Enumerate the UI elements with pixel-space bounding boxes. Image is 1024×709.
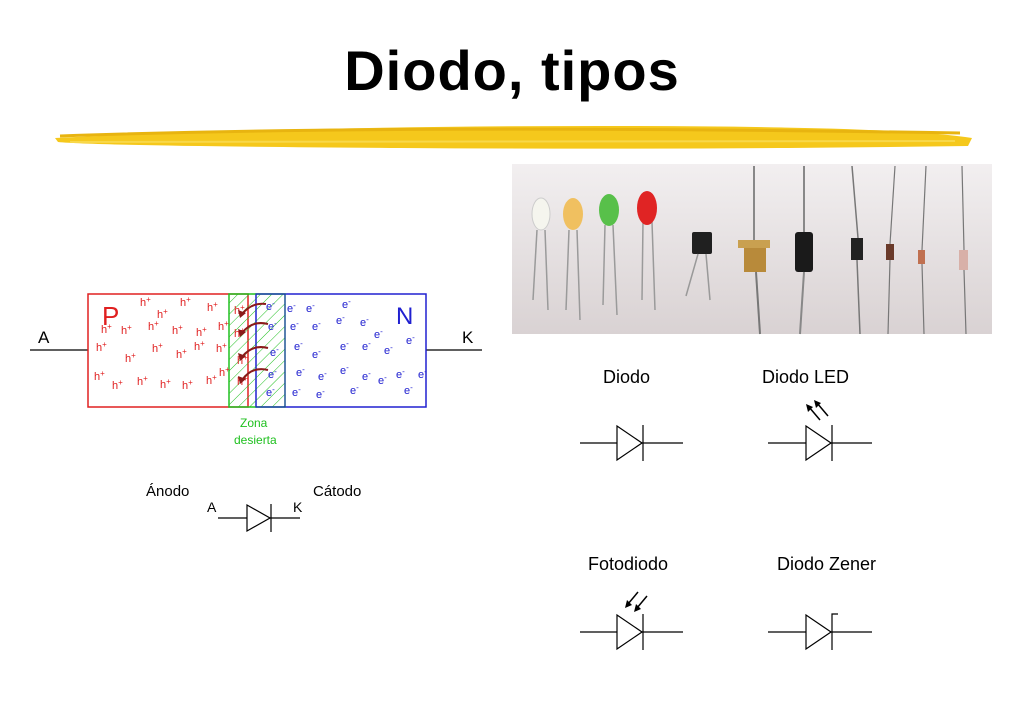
hole-mark: h+ (176, 347, 187, 361)
electron-mark: e- (378, 373, 387, 387)
diode-type-symbols: Diodo Diodo LED Fotodiodo (580, 367, 876, 651)
electron-mark: e- (312, 319, 321, 333)
hole-mark: h+ (218, 319, 229, 333)
zone-label-1: Zona (240, 416, 268, 430)
terminal-a-label: A (38, 328, 50, 347)
hole-mark: h+ (94, 369, 105, 383)
type-led-label: Diodo LED (762, 367, 849, 387)
electron-mark: e- (294, 339, 303, 353)
pn-junction-diagram: A K P N h+h+h+h+h+h+h+h+h+h+h+h+h+h+h+h+… (30, 293, 482, 447)
n-label: N (396, 303, 413, 330)
hole-mark: h+ (96, 340, 107, 354)
terminal-k-label: K (462, 328, 474, 347)
hole-mark: h+ (172, 323, 183, 337)
electron-mark: e- (384, 343, 393, 357)
electron-mark: e- (316, 387, 325, 401)
electron-mark: e- (268, 319, 277, 333)
electron-mark: e- (374, 327, 383, 341)
diode-small-icon (886, 165, 896, 335)
electron-mark: e- (350, 383, 359, 397)
diode-black-large-icon (795, 166, 813, 335)
hole-mark: h+ (196, 325, 207, 339)
hole-mark: h+ (234, 303, 245, 317)
electron-mark: e- (336, 313, 345, 327)
title-underline-stroke (55, 126, 972, 149)
hole-mark: h+ (121, 323, 132, 337)
electron-mark: e- (362, 369, 371, 383)
slide-title: Diodo, tipos (344, 39, 680, 102)
led-symbol-icon (768, 400, 872, 462)
diode-black-small-icon (685, 232, 712, 301)
hole-mark: h+ (180, 295, 191, 309)
hole-mark: h+ (182, 378, 193, 392)
electron-mark: e- (362, 339, 371, 353)
hole-mark: h+ (140, 295, 151, 309)
electron-mark: e- (296, 365, 305, 379)
diode-metal-can-icon (738, 166, 770, 335)
led-green-icon (599, 194, 619, 226)
p-label: P (102, 301, 119, 331)
electron-mark: e- (318, 369, 327, 383)
hole-mark: h+ (160, 377, 171, 391)
electron-mark: e- (312, 347, 321, 361)
electron-mark: e- (306, 301, 315, 315)
anode-label: Ánodo (146, 483, 189, 500)
holes-group: h+h+h+h+h+h+h+h+h+h+h+h+h+h+h+h+h+h+h+h+… (94, 295, 248, 392)
electron-mark: e- (266, 385, 275, 399)
electron-mark: e- (360, 315, 369, 329)
hole-mark: h+ (157, 307, 168, 321)
hole-mark: h+ (148, 319, 159, 333)
electrons-group: e-e-e-e-e-e-e-e-e-e-e-e-e-e-e-e-e-e-e-e-… (266, 297, 427, 401)
electron-mark: e- (418, 367, 427, 381)
hole-mark: h+ (216, 341, 227, 355)
electron-mark: e- (404, 383, 413, 397)
hole-mark: h+ (101, 322, 112, 336)
type-diodo-label: Diodo (603, 367, 650, 387)
hole-mark: h+ (207, 300, 218, 314)
electron-mark: e- (290, 319, 299, 333)
led-clear-icon (531, 197, 551, 231)
hole-mark: h+ (152, 341, 163, 355)
hole-mark: h+ (206, 373, 217, 387)
electron-mark: e- (266, 299, 275, 313)
type-foto-label: Fotodiodo (588, 554, 668, 574)
cathode-label: Cátodo (313, 483, 361, 500)
electron-mark: e- (396, 367, 405, 381)
electron-mark: e- (342, 297, 351, 311)
hole-mark: h+ (137, 374, 148, 388)
hole-mark: h+ (125, 351, 136, 365)
electron-mark: e- (270, 345, 279, 359)
electron-mark: e- (268, 367, 277, 381)
electron-mark: e- (406, 333, 415, 347)
diode-glass-icon (851, 165, 863, 335)
led-red-icon (637, 191, 657, 225)
hole-mark: h+ (219, 365, 230, 379)
electron-mark: e- (292, 385, 301, 399)
symbol-k-label: K (293, 499, 303, 515)
photodiode-symbol-icon (580, 591, 683, 651)
diodes-photo (512, 164, 992, 335)
hole-mark: h+ (237, 353, 248, 367)
symbol-a-label: A (207, 499, 217, 515)
diode-tiny-icon (918, 165, 968, 335)
zener-symbol-icon (768, 613, 872, 651)
led-yellow-icon (563, 198, 583, 230)
electron-mark: e- (340, 339, 349, 353)
electron-mark: e- (287, 301, 296, 315)
type-zener-label: Diodo Zener (777, 554, 876, 574)
zone-label-2: desierta (234, 433, 277, 447)
diode-symbol-icon (580, 424, 683, 462)
recombination-arrows (241, 302, 269, 381)
hole-mark: h+ (194, 339, 205, 353)
hole-mark: h+ (112, 378, 123, 392)
diode-symbol-main: Ánodo Cátodo A K (146, 483, 361, 533)
electron-mark: e- (340, 363, 349, 377)
